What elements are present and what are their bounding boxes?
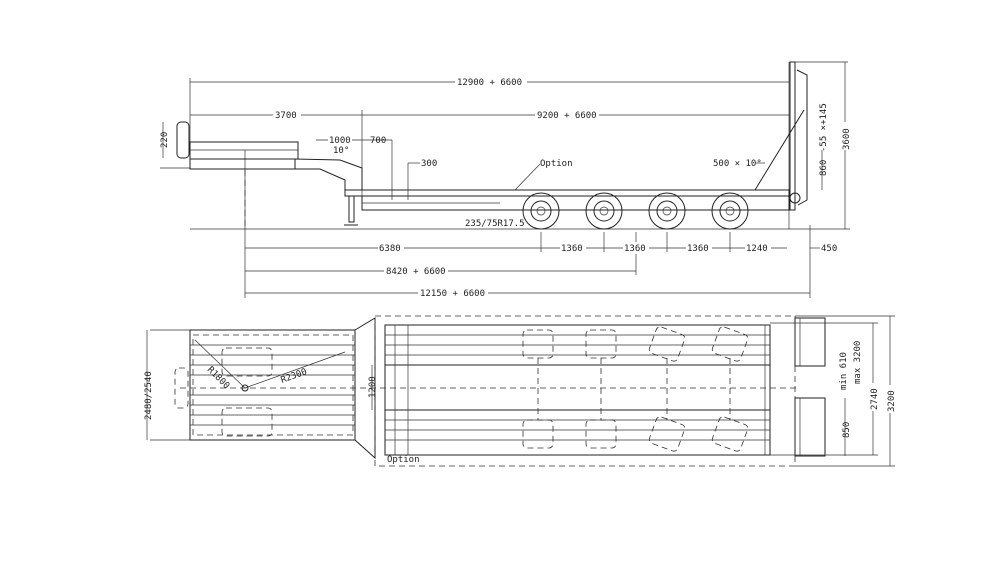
ramp-height-tolerance: -55 ×+145 <box>819 103 829 152</box>
dim-deck-height: 860 <box>819 160 829 176</box>
spare-wheel <box>176 121 190 159</box>
svg-text:3700: 3700 <box>275 111 297 121</box>
dim-deck-width: 2740 <box>870 388 880 410</box>
dim-kingpin-to-center: 8420 + 6600 <box>386 267 446 277</box>
wheel-axle-4 <box>711 192 749 230</box>
ramp-label: 500 × 10° <box>713 159 762 169</box>
dim-axle-spacing-2: 1360 <box>624 244 646 254</box>
dim-overall-height: 3600 <box>842 128 852 150</box>
turn-radius-rear: R2300 <box>280 367 309 386</box>
dim-axle-spacing-3: 1360 <box>687 244 709 254</box>
dim-kingpin-to-axle1: 6380 <box>379 244 401 254</box>
dim-gooseneck-width: 2480/2540 <box>144 371 154 420</box>
dim-inner-width: 1200 <box>368 376 378 398</box>
ramps-top <box>794 317 826 457</box>
dim-kingpin-to-rear: 12150 + 6600 <box>420 289 485 299</box>
dim-rear-overhang: 1240 <box>746 244 768 254</box>
main-deck-top <box>374 315 796 467</box>
spare-wheel-top <box>174 367 189 409</box>
wheel-axle-2 <box>585 192 623 230</box>
dim-overall-width: 3200 <box>887 390 897 412</box>
option-label-side: Option <box>540 159 573 169</box>
option-label-top: Option <box>387 455 420 465</box>
axle-groups-top <box>522 326 749 452</box>
ramp-gap-max: max 3200 <box>853 341 863 384</box>
rear-ramp <box>754 61 808 211</box>
dim-neck-step: 1000 <box>329 136 351 146</box>
ramp-gap-min: min 610 <box>839 352 849 390</box>
svg-text:9200 + 6600: 9200 + 6600 <box>537 111 597 121</box>
svg-text:12900 + 6600: 12900 + 6600 <box>457 78 522 88</box>
neck-angle: 10° <box>333 146 349 156</box>
turn-radius-front: R1800 <box>205 365 231 391</box>
main-deck-side <box>344 189 790 211</box>
dim-gooseneck-length: 3700 <box>190 109 362 121</box>
dim-overall-length: 12900 + 6600 <box>190 76 789 88</box>
dim-ramp-overhang: 450 <box>821 244 837 254</box>
dim-deck-offset: 300 <box>421 159 437 169</box>
dim-ramp-width: 850 <box>842 422 852 438</box>
wheels <box>522 192 749 230</box>
side-view: 12900 + 6600 3700 9200 + 6600 1000 10° 7… <box>160 61 852 299</box>
dim-spare-wheel-height: 220 <box>160 132 170 148</box>
landing-leg <box>348 195 355 223</box>
wheel-axle-1 <box>522 192 560 230</box>
wheel-axle-3 <box>648 192 686 230</box>
dim-deck-length: 9200 + 6600 <box>362 109 789 121</box>
top-view: R1800 R2300 2480/2540 <box>144 315 897 467</box>
tire-size-label: 235/75R17.5 <box>465 219 525 229</box>
dim-axle-spacing-1: 1360 <box>561 244 583 254</box>
dim-neck-offset: 700 <box>370 136 386 146</box>
